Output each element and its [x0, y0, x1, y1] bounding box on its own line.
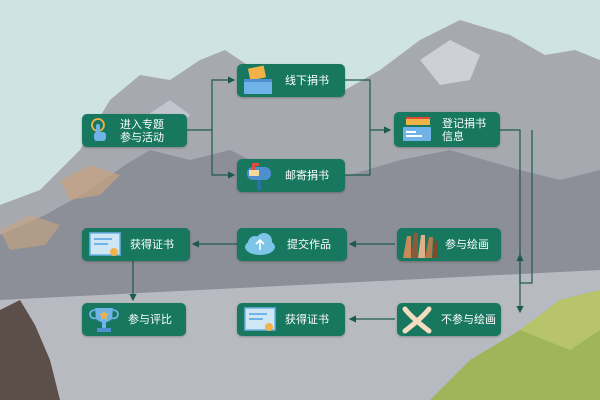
- hand-tap-icon: [82, 114, 116, 147]
- node-join-review[interactable]: 参与评比: [82, 303, 186, 336]
- mailbox-icon: [237, 159, 281, 192]
- node-certificate-left[interactable]: 获得证书: [82, 228, 190, 261]
- raised-hands-icon: [397, 228, 441, 261]
- node-label: 提交作品: [287, 238, 331, 251]
- node-no-drawing[interactable]: 不参与绘画: [397, 303, 501, 336]
- node-mail-donate[interactable]: 邮寄捐书: [237, 159, 345, 192]
- node-certificate-bottom[interactable]: 获得证书: [237, 303, 345, 336]
- cloud-upload-icon: [237, 228, 283, 261]
- node-label: 线下捐书: [285, 74, 329, 87]
- node-label: 不参与绘画: [441, 313, 496, 326]
- node-label: 邮寄捐书: [285, 169, 329, 182]
- node-label: 进入专题 参与活动: [120, 117, 164, 144]
- node-label: 登记捐书 信息: [442, 116, 486, 143]
- node-label: 参与评比: [128, 313, 172, 326]
- node-label: 获得证书: [130, 238, 174, 251]
- register-form-icon: [394, 113, 438, 146]
- book-box-icon: [237, 64, 281, 97]
- certificate-icon: [237, 303, 281, 336]
- node-join-drawing[interactable]: 参与绘画: [397, 228, 501, 261]
- node-submit-work[interactable]: 提交作品: [237, 228, 347, 261]
- trophy-icon: [82, 303, 124, 336]
- node-offline-donate[interactable]: 线下捐书: [237, 64, 345, 97]
- node-register-info[interactable]: 登记捐书 信息: [394, 112, 500, 147]
- node-enter-topic[interactable]: 进入专题 参与活动: [82, 114, 187, 147]
- certificate-icon: [82, 228, 126, 261]
- node-label: 获得证书: [285, 313, 329, 326]
- node-label: 参与绘画: [445, 238, 489, 251]
- crossed-brushes-icon: [397, 303, 437, 336]
